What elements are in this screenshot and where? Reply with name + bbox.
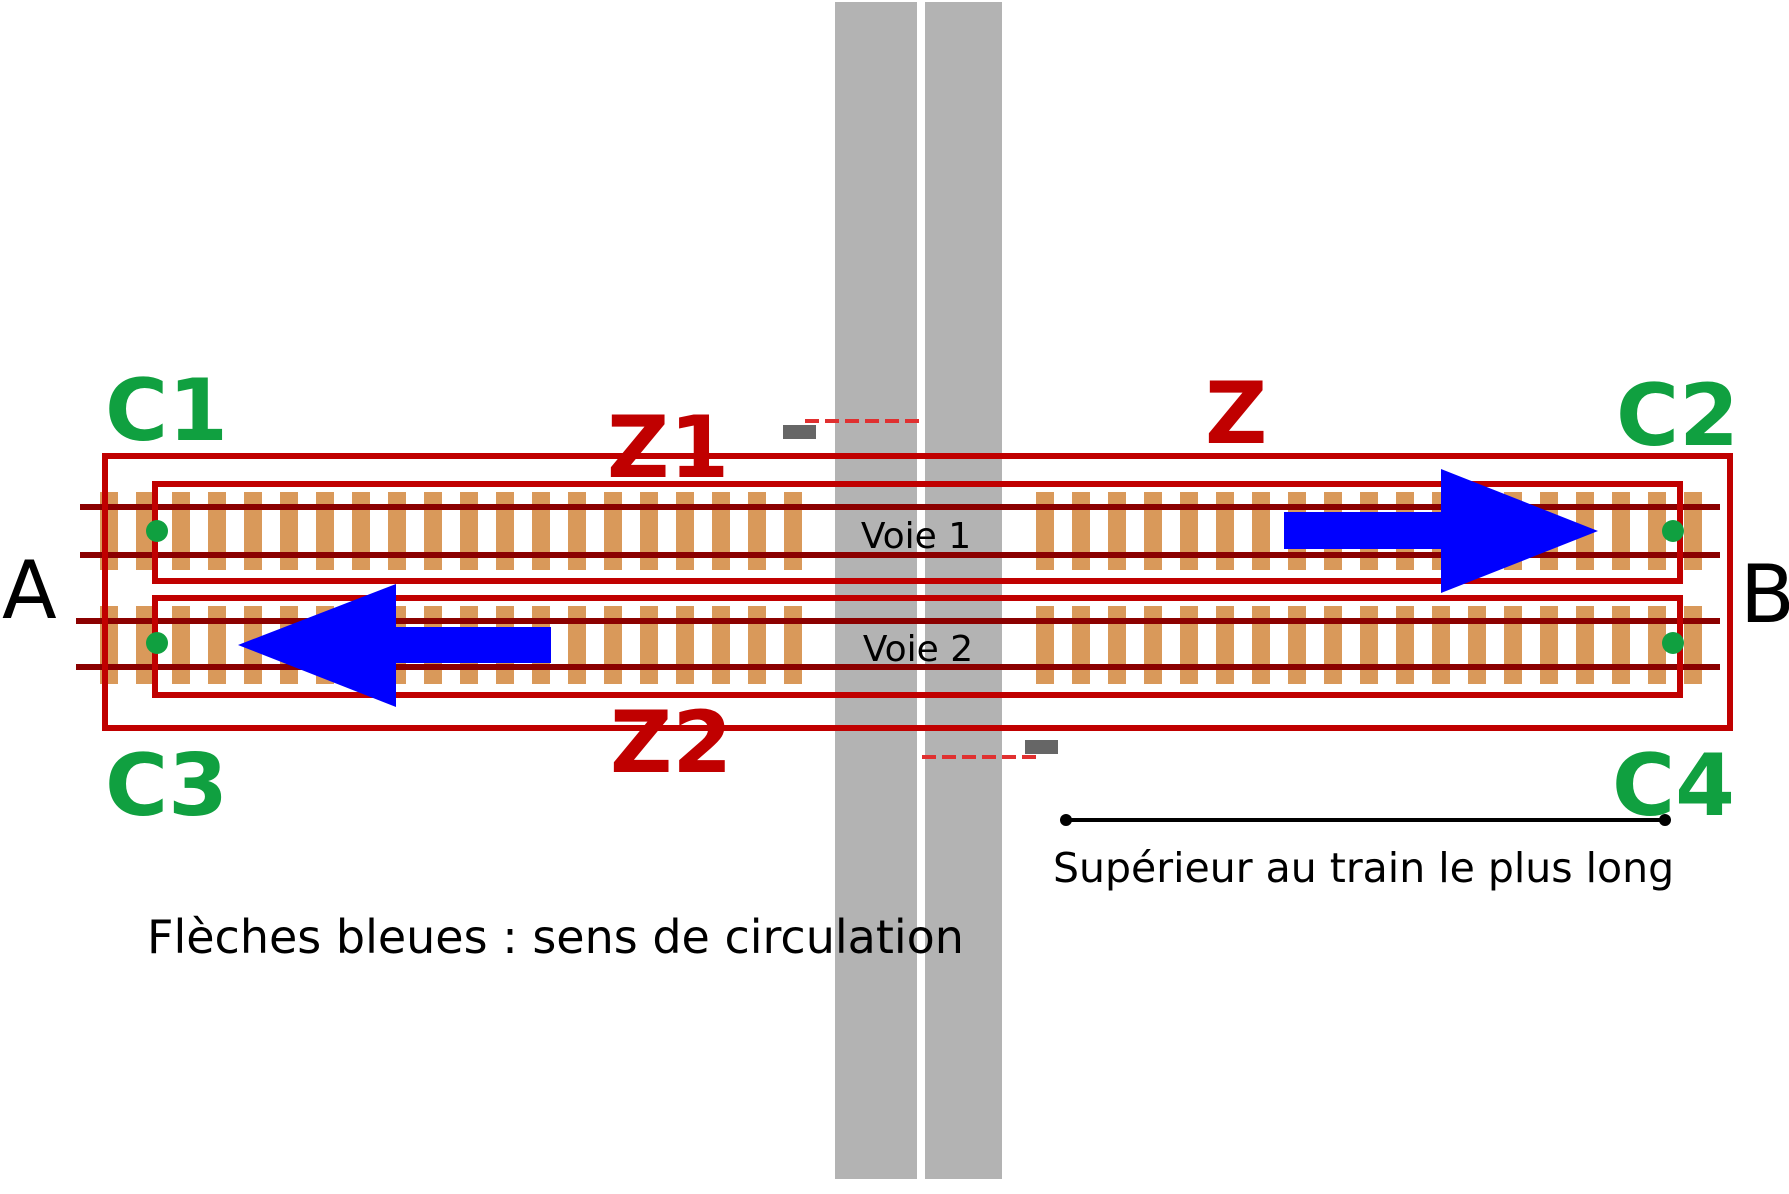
label-c1: C1 (105, 361, 228, 461)
track-1-sleeper (172, 492, 190, 570)
track-2-sleeper (1360, 606, 1378, 684)
track-2-sleeper (208, 606, 226, 684)
barrier-top (783, 419, 920, 439)
detector-dot-c1 (146, 520, 168, 542)
track-1-sleeper (1612, 492, 1630, 570)
track-2-label: Voie 2 (863, 629, 973, 670)
track-2-sleeper (172, 606, 190, 684)
track-2-sleeper (1432, 606, 1450, 684)
track-1-sleeper (1648, 492, 1666, 570)
track-2-sleeper (604, 606, 622, 684)
length-measure: Supérieur au train le plus long (1053, 814, 1674, 892)
track-2-sleeper (1252, 606, 1270, 684)
track-1-sleeper (568, 492, 586, 570)
zone-z-outline (102, 453, 1733, 731)
track-2-sleeper (1036, 606, 1054, 684)
track-1-sleeper (532, 492, 550, 570)
track-2-sleeper (1108, 606, 1126, 684)
track-2-sleeper (1180, 606, 1198, 684)
track-2-sleeper (1576, 606, 1594, 684)
road-lane-left (835, 2, 917, 1179)
detector-dot-c4 (1662, 632, 1684, 654)
measure-end-left (1060, 814, 1072, 826)
track-2-sleeper (1468, 606, 1486, 684)
detector-dots (146, 520, 1684, 654)
track-1-sleeper (1180, 492, 1198, 570)
track-1-sleeper (1144, 492, 1162, 570)
track-1-sleeper (244, 492, 262, 570)
track-1-sleeper (640, 492, 658, 570)
track-2-sleeper (1612, 606, 1630, 684)
arrow-right-track-1 (1284, 469, 1598, 593)
track-2-sleeper (712, 606, 730, 684)
track-1-sleeper (1108, 492, 1126, 570)
track-1-sleeper (1216, 492, 1234, 570)
track-1-sleeper (712, 492, 730, 570)
barrier-bottom (922, 740, 1058, 759)
track-2-sleeper (1504, 606, 1522, 684)
detector-dot-c2 (1662, 520, 1684, 542)
track-1-sleeper (1684, 492, 1702, 570)
track-1-sleeper (388, 492, 406, 570)
label-end-b: B (1740, 548, 1789, 641)
label-end-a: A (2, 544, 57, 637)
track-1-sleeper (676, 492, 694, 570)
track-1-sleeper (1252, 492, 1270, 570)
track-1-sleeper (352, 492, 370, 570)
track-2-sleeper (1072, 606, 1090, 684)
label-z: Z (1205, 364, 1267, 464)
track-1-sleeper (748, 492, 766, 570)
track-1-sleeper (460, 492, 478, 570)
detector-dot-c3 (146, 632, 168, 654)
track-1-sleeper (604, 492, 622, 570)
legend-note: Flèches bleues : sens de circulation (147, 910, 964, 964)
measure-note: Supérieur au train le plus long (1053, 844, 1674, 892)
track-2-sleeper (640, 606, 658, 684)
track-2-sleeper (1288, 606, 1306, 684)
track-2-sleeper (1396, 606, 1414, 684)
barrier-bottom-post (1025, 740, 1058, 754)
label-z1: Z1 (607, 398, 729, 498)
barrier-top-post (783, 425, 816, 439)
track-2-sleeper (784, 606, 802, 684)
track-1-sleeper (1072, 492, 1090, 570)
track-1-sleeper (496, 492, 514, 570)
label-z2: Z2 (610, 693, 732, 793)
track-1-label: Voie 1 (861, 516, 971, 557)
track-1-sleeper (208, 492, 226, 570)
track-1-sleeper (1036, 492, 1054, 570)
track-1-sleeper (424, 492, 442, 570)
track-1-sleeper (784, 492, 802, 570)
track-2-sleeper (1216, 606, 1234, 684)
track-2-sleeper (568, 606, 586, 684)
measure-end-right (1659, 814, 1671, 826)
track-2-sleeper (1324, 606, 1342, 684)
track-1-sleeper (136, 492, 154, 570)
label-c3: C3 (105, 736, 228, 836)
track-1-sleeper (280, 492, 298, 570)
track-2-sleeper (748, 606, 766, 684)
track-2-sleeper (1684, 606, 1702, 684)
road (835, 2, 1002, 1179)
track-2-sleeper (1540, 606, 1558, 684)
arrow-left-track-2 (238, 584, 551, 707)
road-lane-right (925, 2, 1002, 1179)
track-2-sleeper (676, 606, 694, 684)
label-c2: C2 (1616, 366, 1739, 466)
track-1-sleeper (316, 492, 334, 570)
track-2-sleeper (1144, 606, 1162, 684)
